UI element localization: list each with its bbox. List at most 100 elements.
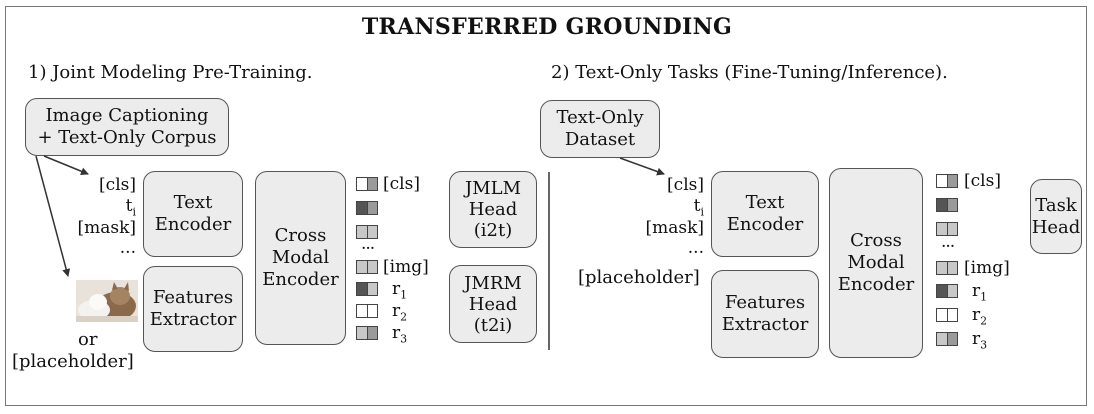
rt-out-token-t	[936, 198, 958, 212]
left-placeholder: [placeholder]	[12, 351, 134, 372]
rt-out-label-r1: r1	[972, 282, 987, 306]
out-label-r2: r2	[392, 302, 407, 326]
arrow-corpus-to-image	[35, 155, 71, 277]
out-token-cls	[356, 177, 378, 191]
out-label-r1: r1	[392, 280, 407, 304]
task-head: Task Head	[1030, 179, 1082, 254]
left-text-encoder: Text Encoder	[143, 171, 243, 257]
figure-title: TRANSFERRED GROUNDING	[361, 14, 733, 40]
cross-line-2: Modal	[271, 247, 330, 268]
jmlm-head: JMLM Head (i2t)	[449, 171, 537, 248]
rt-r3-r: r	[972, 329, 981, 349]
r3-sub: 3	[400, 332, 408, 346]
jmrm-line-2: Head	[468, 293, 518, 315]
rt-out-label-img: [img]	[964, 258, 1010, 278]
out-label-cls: [cls]	[383, 174, 420, 194]
right-cross-modal-encoder: Cross Modal Encoder	[829, 168, 923, 358]
out-label-r3: r3	[392, 324, 407, 348]
cat-photo-icon	[76, 280, 138, 322]
rt-cross-line-2: Modal	[847, 252, 905, 273]
left-features-extractor: Features Extractor	[143, 266, 243, 352]
jmlm-line-2: Head	[468, 199, 518, 220]
task-head-line-2: Head	[1031, 216, 1081, 238]
rt-text-encoder-line-2: Encoder	[726, 214, 804, 235]
out-token-t	[356, 201, 378, 215]
rt-token-t-text: t	[693, 196, 701, 216]
out-token-r3	[356, 326, 378, 340]
right-features-extractor: Features Extractor	[711, 270, 819, 358]
rt-text-encoder-line-1: Text	[745, 192, 785, 213]
left-cross-modal-encoder: Cross Modal Encoder	[255, 171, 346, 345]
r2-r: r	[392, 301, 401, 321]
rt-out-label-cls: [cls]	[964, 171, 1001, 191]
corpus-line-1: Image Captioning	[45, 105, 209, 126]
rt-out-ellipsis: ...	[941, 232, 955, 252]
right-text-encoder: Text Encoder	[711, 171, 819, 257]
jmlm-line-1: JMLM	[464, 178, 522, 199]
rt-r3-sub: 3	[980, 338, 988, 352]
rt-out-token-img	[936, 261, 958, 275]
out-label-img: [img]	[383, 257, 429, 277]
r1-r: r	[392, 279, 401, 299]
rt-out-token-mask	[936, 222, 958, 236]
text-encoder-line-2: Encoder	[154, 214, 232, 235]
jmlm-line-3: (i2t)	[473, 220, 513, 241]
input-token-t: ti	[60, 196, 136, 222]
rt-features-line-2: Extractor	[721, 314, 809, 335]
figure-frame	[5, 6, 1087, 406]
arrow-dataset-to-tokens	[619, 157, 665, 176]
features-line-2: Extractor	[149, 309, 237, 330]
or-label: or	[78, 329, 98, 350]
input-token-ellipsis: ...	[119, 238, 136, 258]
out-token-img	[356, 260, 378, 274]
rt-out-token-r2	[936, 308, 958, 322]
right-placeholder: [placeholder]	[578, 267, 700, 288]
r3-r: r	[392, 323, 401, 343]
text-encoder-line-1: Text	[173, 192, 213, 213]
features-line-1: Features	[152, 287, 234, 308]
out-token-mask	[356, 225, 378, 239]
rt-out-token-r1	[936, 284, 958, 298]
input-token-mask: [mask]	[77, 218, 136, 238]
dataset-line-1: Text-Only	[556, 107, 644, 128]
right-token-ellipsis: ...	[687, 238, 704, 258]
corpus-box: Image Captioning + Text-Only Corpus	[25, 98, 229, 156]
rt-out-label-r2: r2	[972, 306, 987, 330]
token-t-text: t	[125, 196, 133, 216]
right-heading: 2) Text-Only Tasks (Fine-Tuning/Inferenc…	[551, 62, 948, 83]
jmrm-line-3: (t2i)	[473, 314, 513, 336]
rt-r1-r: r	[972, 281, 981, 301]
right-token-cls: [cls]	[667, 175, 704, 195]
left-heading: 1) Joint Modeling Pre-Training.	[28, 62, 313, 83]
dataset-line-2: Dataset	[564, 129, 636, 150]
r2-sub: 2	[400, 310, 408, 324]
cross-line-3: Encoder	[262, 269, 339, 290]
rt-out-label-r3: r3	[972, 330, 987, 354]
r1-sub: 1	[400, 288, 408, 302]
out-token-r2	[356, 304, 378, 318]
input-token-cls: [cls]	[99, 175, 136, 195]
rt-cross-line-3: Encoder	[837, 274, 915, 295]
rt-r2-r: r	[972, 305, 981, 325]
right-token-t: ti	[620, 196, 704, 222]
token-t-sub: i	[132, 205, 136, 219]
rt-out-token-cls	[936, 174, 958, 188]
rt-out-token-r3	[936, 332, 958, 346]
out-token-r1	[356, 282, 378, 296]
arrow-corpus-to-tokens	[43, 155, 89, 176]
rt-r1-sub: 1	[980, 290, 988, 304]
task-head-line-1: Task	[1035, 194, 1077, 216]
cross-line-1: Cross	[274, 225, 327, 246]
jmrm-line-1: JMRM	[464, 272, 522, 294]
right-token-mask: [mask]	[645, 218, 704, 238]
out-ellipsis: ...	[361, 234, 375, 254]
rt-features-line-1: Features	[724, 292, 806, 313]
jmrm-head: JMRM Head (t2i)	[449, 265, 537, 343]
dataset-box: Text-Only Dataset	[540, 100, 660, 158]
corpus-line-2: + Text-Only Corpus	[37, 127, 217, 148]
rt-r2-sub: 2	[980, 314, 988, 328]
rt-token-t-sub: i	[700, 205, 704, 219]
rt-cross-line-1: Cross	[850, 230, 902, 251]
cat-image	[76, 280, 138, 322]
